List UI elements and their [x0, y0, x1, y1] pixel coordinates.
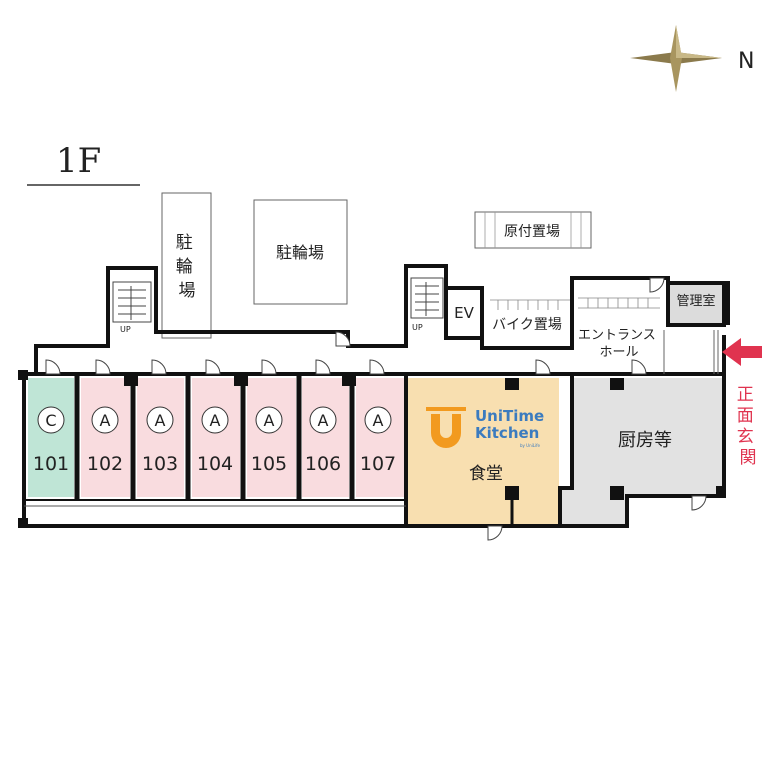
room-107[interactable]: A 107 [360, 406, 396, 475]
kitchen-label: 厨房等 [618, 430, 672, 451]
unit-partitions [74, 374, 355, 500]
moped-parking-label: 原付置場 [504, 224, 560, 240]
room-number: 102 [87, 453, 123, 475]
entrance-hall-label: エントランス ホール [578, 328, 660, 360]
stairs-right-up-label: UP [412, 323, 423, 332]
entrance-arrow-icon [722, 338, 762, 366]
bicycle-parking-wide [253, 199, 348, 305]
room-number: 101 [33, 453, 69, 475]
logo-line2: Kitchen [475, 424, 539, 442]
compass-icon [630, 25, 722, 92]
room-type-badge: C [45, 411, 56, 430]
north-label: N [738, 49, 754, 74]
bicycle-parking-wide-label: 駐輪場 [276, 243, 324, 262]
motorbike-parking-label: バイク置場 [492, 317, 562, 333]
room-104[interactable]: A 104 [197, 406, 233, 475]
door-swings [45, 277, 707, 541]
room-type-badge: A [318, 411, 329, 430]
motorbike-parking [490, 299, 570, 310]
stairs-left [112, 281, 152, 323]
dining-fill [407, 378, 559, 525]
room-number: 107 [360, 453, 396, 475]
main-entrance-label: 正 面 玄 関 [737, 385, 759, 468]
logo-by: by UniLife [520, 443, 541, 448]
room-106[interactable]: A 106 [305, 406, 341, 475]
stairs-left-up-label: UP [120, 325, 131, 334]
room-101-fill [28, 378, 74, 497]
room-105[interactable]: A 105 [251, 406, 287, 475]
floor-title: 1F [56, 141, 101, 181]
room-102[interactable]: A 102 [87, 406, 123, 475]
room-101[interactable]: C 101 [33, 406, 69, 475]
room-type-badge: A [373, 411, 384, 430]
room-type-badge: A [264, 411, 275, 430]
moped-parking [474, 211, 592, 249]
room-number: 104 [197, 453, 233, 475]
dining-label: 食堂 [469, 464, 503, 484]
entrance-steps [578, 297, 660, 309]
room-type-badge: A [210, 411, 221, 430]
room-number: 106 [305, 453, 341, 475]
kitchen-fill [560, 378, 724, 525]
logo-line1: UniTime [475, 407, 544, 425]
office-label: 管理室 [676, 293, 715, 309]
bicycle-parking-tall-label: 駐 輪 場 [176, 233, 198, 301]
bicycle-parking-tall [161, 192, 212, 339]
room-number: 103 [142, 453, 178, 475]
office-fill [668, 283, 724, 325]
room-103[interactable]: A 103 [142, 406, 178, 475]
room-type-badge: A [155, 411, 166, 430]
unitime-kitchen-logo: UniTime Kitchen by UniLife [426, 407, 544, 448]
room-number: 105 [251, 453, 287, 475]
elevator-label: EV [454, 304, 474, 322]
room-type-badge: A [100, 411, 111, 430]
stairs-right [410, 277, 444, 319]
